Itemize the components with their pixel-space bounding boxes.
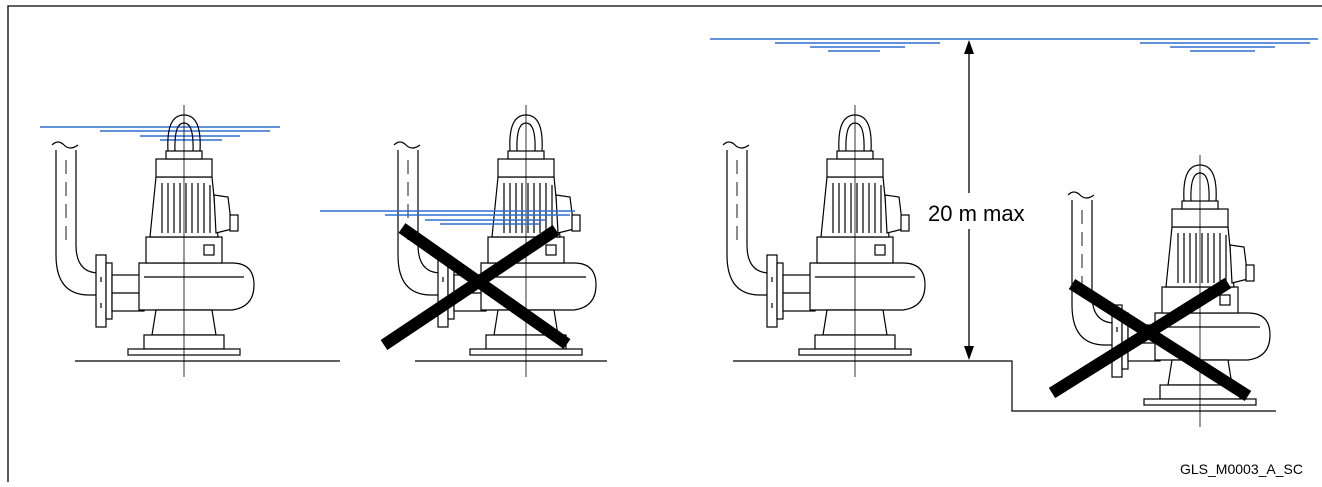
stepped-floor-line — [733, 360, 1276, 412]
cross-mark-icon — [380, 223, 571, 350]
pump — [722, 104, 926, 378]
cross-mark-icon — [1048, 277, 1252, 402]
panel-incorrect-lower-floor — [1048, 154, 1271, 428]
figure-code: GLS_M0003_A_SC — [1180, 461, 1303, 477]
depth-label: 20 m max — [928, 201, 1025, 226]
frame-border — [7, 5, 1322, 482]
panel-correct-low-water — [40, 104, 340, 378]
water-surface — [710, 38, 1318, 52]
panel-correct-deep-water: 20 m max — [710, 38, 1318, 412]
pump — [51, 104, 255, 378]
water-surface — [320, 210, 575, 225]
panel-incorrect-partial-submersion — [320, 104, 607, 378]
water-surface — [40, 126, 280, 141]
